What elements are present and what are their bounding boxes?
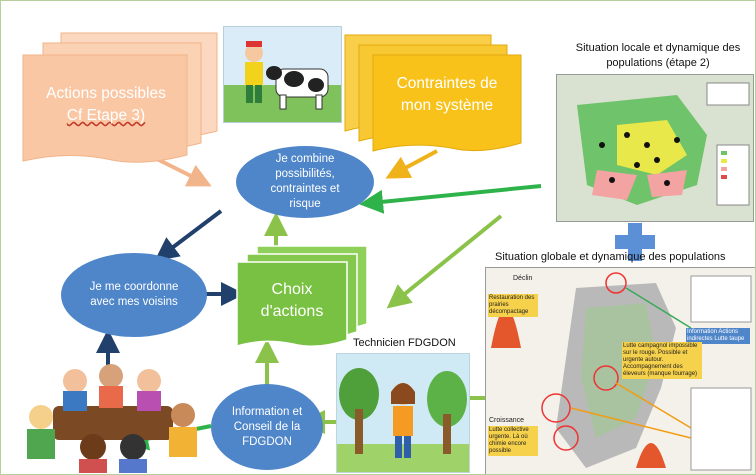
meeting-illustration — [27, 364, 197, 473]
contraintes-card-line2: mon système — [400, 97, 494, 114]
caption-technicien: Technicien FDGDON — [353, 337, 456, 349]
cross-connector-bar — [615, 235, 655, 249]
meeting-image — [23, 351, 203, 473]
combine-text: Je combine possibilités, contraintes et … — [270, 153, 340, 210]
technicien-image — [336, 353, 470, 473]
global-map-lutte-campagnol: Lutte campagnol impossible sur le rouge.… — [622, 342, 702, 379]
information-ellipse: Information et Conseil de la FDGDON — [211, 384, 323, 470]
local-map-graphic — [557, 75, 753, 221]
global-map-croissance: Croissance — [489, 417, 525, 424]
information-text: Information et Conseil de la FDGDON — [231, 405, 303, 448]
arrow-combine-to-coordonne — [154, 209, 223, 262]
caption-locale: Situation locale et dynamique des popula… — [575, 42, 741, 69]
choix-card-line1: Choix — [271, 281, 313, 298]
global-map-info-actions: Information Actions indirectes Lutte tau… — [686, 328, 750, 344]
contraintes-card-line1: Contraintes de — [396, 75, 498, 92]
actions-card-line2: Cf Etape 3) — [66, 107, 146, 124]
contraintes-card-stack — [344, 34, 522, 152]
technicien-illustration — [337, 368, 469, 472]
global-map-graphic — [491, 272, 752, 471]
local-map — [556, 74, 754, 222]
contraintes-card-text: Contraintes de mon système — [373, 73, 521, 117]
global-map-restauration: Restauration des prairies décompactage — [488, 294, 538, 317]
global-map: Déclin Restauration des prairies décompa… — [485, 267, 755, 474]
actions-card-line1: Actions possibles — [46, 85, 166, 102]
combine-ellipse: Je combine possibilités, contraintes et … — [236, 146, 374, 218]
caption-globale: Situation globale et dynamique des popul… — [495, 251, 726, 263]
global-map-lutte-collective: Lutte collective urgente. Là où chimie e… — [488, 426, 538, 456]
arrow-local-map-to-technicien — [386, 214, 503, 309]
actions-card-text: Actions possibles Cf Etape 3) — [23, 83, 189, 127]
farmer-cow-image — [223, 26, 342, 123]
coordonne-ellipse: Je me coordonne avec mes voisins — [61, 253, 207, 337]
coordonne-text: Je me coordonne avec mes voisins — [89, 281, 179, 308]
choix-card-stack — [236, 245, 368, 348]
actions-card-stack — [22, 32, 218, 163]
choix-card-text: Choix d'actions — [237, 279, 347, 323]
farmer-cow-illustration — [224, 41, 341, 122]
arrow-local-map-to-combine — [359, 184, 542, 214]
arrow-contraintes-to-combine — [385, 149, 438, 179]
choix-card-line2: d'actions — [260, 303, 324, 320]
global-map-declin: Déclin — [513, 275, 533, 282]
